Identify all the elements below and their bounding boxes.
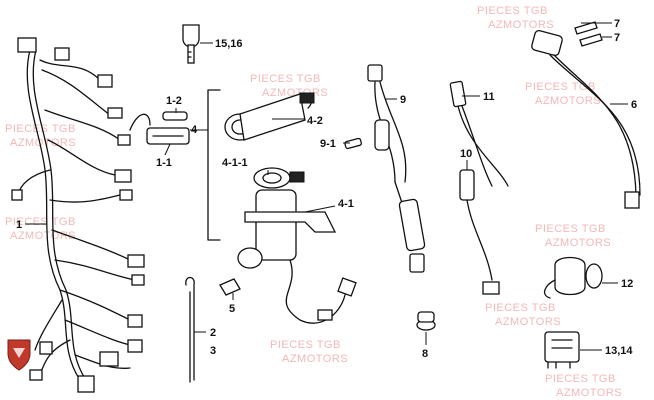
switch-cable-part: [459, 169, 500, 295]
fuse-part: [162, 111, 188, 121]
group-bracket: [207, 89, 221, 241]
callout-4-1-1: 4-1-1: [222, 157, 248, 169]
watermark: AZMOTORS: [556, 387, 622, 399]
tube-part: [344, 137, 362, 150]
watermark-layer: PIECES TGB AZMOTORS PIECES TGB AZMOTORS …: [5, 5, 622, 399]
brand-logo-icon: [7, 339, 31, 371]
callout-4: 4: [191, 124, 198, 136]
relay-part: [544, 331, 580, 369]
callout-12: 12: [621, 278, 633, 290]
watermark: AZMOTORS: [282, 353, 348, 365]
watermark: AZMOTORS: [10, 230, 76, 242]
callout-5: 5: [229, 303, 235, 315]
watermark: AZMOTORS: [535, 95, 601, 107]
callout-1: 1: [16, 219, 22, 231]
callout-3: 3: [210, 345, 216, 357]
harness-connector: [114, 169, 132, 183]
callout-6: 6: [631, 99, 637, 111]
watermark: AZMOTORS: [10, 137, 76, 149]
watermark: PIECES TGB: [5, 123, 76, 135]
screw-part: [574, 21, 598, 35]
harness-connector: [131, 274, 145, 286]
watermark: PIECES TGB: [525, 81, 596, 93]
harness-connector: [11, 189, 23, 201]
sensor-cable-part: [367, 64, 426, 273]
callout-13-14: 13,14: [605, 345, 633, 357]
clip-part: [219, 278, 241, 296]
callout-4-2: 4-2: [307, 115, 323, 127]
callout-4-1: 4-1: [338, 198, 354, 210]
harness-connector: [127, 339, 143, 353]
callout-9-1: 9-1: [320, 138, 336, 150]
callout-1-2: 1-2: [166, 95, 182, 107]
screw-part: [579, 33, 603, 47]
harness-connector: [54, 47, 70, 61]
wiring-harness: [11, 37, 145, 393]
watermark: AZMOTORS: [545, 237, 611, 249]
callout-9: 9: [400, 94, 406, 106]
harness-connector: [17, 37, 37, 53]
fuse-parts: [129, 111, 190, 145]
watermark: PIECES TGB: [477, 5, 548, 17]
watermark: PIECES TGB: [535, 223, 606, 235]
watermark: AZMOTORS: [488, 19, 554, 31]
watermark: PIECES TGB: [485, 302, 556, 314]
callout-7: 7: [614, 32, 620, 44]
callout-7: 7: [614, 18, 620, 30]
harness-connector: [77, 375, 95, 393]
callout-10: 10: [460, 148, 472, 160]
harness-connector: [97, 74, 113, 88]
stop-switch-part: [531, 21, 641, 209]
harness-connector: [39, 341, 53, 355]
callout-11: 11: [483, 91, 495, 103]
watermark: PIECES TGB: [250, 73, 321, 85]
harness-connector: [107, 107, 123, 119]
watermark: PIECES TGB: [5, 216, 76, 228]
harness-connector: [99, 351, 119, 367]
key-part: [182, 24, 200, 64]
lock-cylinder-part: [224, 92, 315, 141]
harness-connector: [117, 134, 131, 146]
callout-15-16: 15,16: [215, 38, 243, 50]
cable-tie-part: [185, 276, 195, 383]
leader-lines: [25, 22, 628, 351]
callout-1-1: 1-1: [156, 157, 172, 169]
watermark: PIECES TGB: [545, 373, 616, 385]
callout-layer: 15,16 1-2 4 4-2 1-1 4-1-1 4-1 1 5 2 3 9 …: [16, 18, 637, 360]
watermark: AZMOTORS: [495, 316, 561, 328]
callout-8: 8: [422, 348, 428, 360]
harness-connector: [127, 254, 145, 268]
harness-connector: [127, 314, 143, 328]
ignition-switch-part: [237, 167, 357, 324]
probe-part: [449, 80, 509, 187]
harness-connector: [29, 369, 43, 381]
harness-connector: [119, 189, 133, 201]
callout-2: 2: [210, 327, 216, 339]
grommet-part: [416, 311, 436, 331]
watermark: PIECES TGB: [270, 339, 341, 351]
horn-part: [543, 256, 603, 299]
